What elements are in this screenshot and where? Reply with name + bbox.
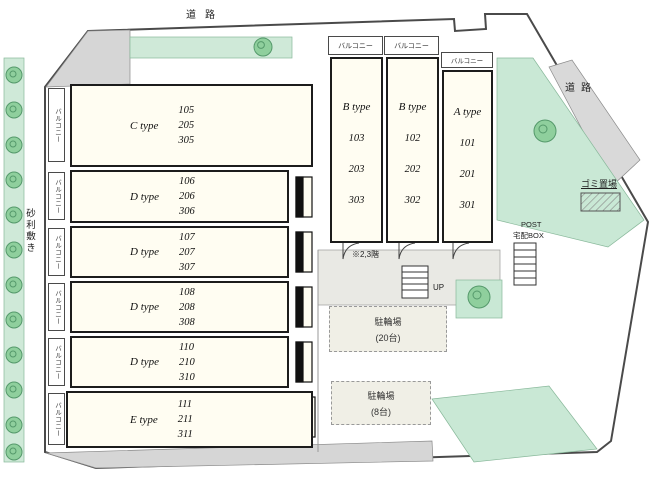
bicycle-parking-label: 駐輪場 xyxy=(367,390,395,401)
balcony-box: バルコニー xyxy=(48,338,65,386)
unit-room-numbers: 111 211 311 xyxy=(177,399,193,440)
balcony-label: バルコニー xyxy=(53,289,61,325)
bicycle-parking-8: 駐輪場 (8台) xyxy=(331,381,431,425)
tree-icon xyxy=(5,443,23,461)
unit-d-type-106: D type 106 206 306 xyxy=(70,170,289,223)
tree-icon xyxy=(533,119,557,143)
gravel-label: 砂利敷き xyxy=(24,208,35,254)
door-marks xyxy=(295,176,316,438)
tree-icon xyxy=(5,346,23,364)
balcony-label: バルコニー xyxy=(53,178,61,214)
tree-row xyxy=(5,66,23,461)
balcony-label: バルコニー xyxy=(450,58,484,65)
tree-icon xyxy=(5,136,23,154)
garbage-area-label: ゴミ置場 xyxy=(581,179,618,189)
unit-room-numbers: 108 208 308 xyxy=(179,286,195,328)
balcony-box: バルコニー xyxy=(384,36,439,55)
balcony-box: バルコニー xyxy=(48,88,65,162)
balcony-box: バルコニー xyxy=(48,172,65,220)
tree-icon xyxy=(253,37,273,57)
stairs-icon xyxy=(401,265,429,299)
tree-icon xyxy=(5,66,23,84)
tree-icon xyxy=(467,285,491,309)
balcony-label: バルコニー xyxy=(53,401,61,437)
bicycle-parking-capacity: (20台) xyxy=(375,332,401,343)
tree-icon xyxy=(5,206,23,224)
unit-d-type-107: D type 107 207 307 xyxy=(70,226,289,278)
path-area-top-left xyxy=(45,29,131,88)
unit-type-label: B type xyxy=(398,101,427,113)
unit-room-numbers: 102 202 302 xyxy=(404,133,421,206)
delivery-box-label: 宅配BOX xyxy=(513,231,544,240)
tree-icon xyxy=(5,276,23,294)
unit-type-label: C type xyxy=(130,119,159,132)
unit-a-type-101: A type 101 201 301 xyxy=(442,70,493,243)
unit-type-label: A type xyxy=(453,106,482,118)
unit-type-label: D type xyxy=(130,301,160,313)
tree-icon xyxy=(5,241,23,259)
bicycle-parking-label: 駐輪場 xyxy=(374,316,402,327)
balcony-label: バルコニー xyxy=(53,344,61,380)
unit-d-type-108: D type 108 208 308 xyxy=(70,281,289,333)
post-box-icon xyxy=(513,242,537,286)
unit-type-label: B type xyxy=(342,101,371,113)
unit-e-type-111: E type 111 211 311 xyxy=(66,391,313,448)
tree-icon xyxy=(5,311,23,329)
balcony-label: バルコニー xyxy=(394,42,429,50)
tree-icon xyxy=(5,101,23,119)
road-label-top: 道路 xyxy=(186,10,224,21)
unit-room-numbers: 106 206 306 xyxy=(179,176,195,217)
balcony-box: バルコニー xyxy=(441,52,493,68)
planting-strip-left xyxy=(3,57,25,463)
planting-strip-top xyxy=(129,36,293,59)
up-label: UP xyxy=(433,283,445,292)
post-label: POST xyxy=(521,220,542,229)
entry-door-arcs xyxy=(342,242,470,260)
unit-type-label: D type xyxy=(130,356,160,368)
balcony-label: バルコニー xyxy=(338,42,373,50)
tree-icon xyxy=(5,171,23,189)
tree-icon xyxy=(5,416,23,434)
garbage-area-box xyxy=(580,192,621,212)
balcony-label: バルコニー xyxy=(53,234,61,270)
tree-icon xyxy=(5,381,23,399)
unit-type-label: E type xyxy=(130,413,158,426)
unit-type-label: D type xyxy=(130,190,160,203)
unit-d-type-110: D type 110 210 310 xyxy=(70,336,289,388)
unit-room-numbers: 110 210 310 xyxy=(179,341,195,383)
balcony-box: バルコニー xyxy=(48,283,65,331)
balcony-box: バルコニー xyxy=(328,36,383,55)
balcony-box: バルコニー xyxy=(48,393,65,445)
unit-room-numbers: 105 205 305 xyxy=(178,105,195,146)
bicycle-parking-capacity: (8台) xyxy=(371,406,391,417)
garden-bottom-right xyxy=(431,385,598,463)
balcony-box: バルコニー xyxy=(48,228,65,276)
road-label-right: 道路 xyxy=(565,83,597,94)
unit-room-numbers: 101 201 301 xyxy=(459,138,476,211)
unit-room-numbers: 103 203 303 xyxy=(348,133,365,206)
bicycle-parking-20: 駐輪場 (20台) xyxy=(329,306,447,352)
unit-c-type-105: C type 105 205 305 xyxy=(70,84,313,167)
floor-note: ※2,3階 xyxy=(352,250,380,259)
unit-b-type-102: B type 102 202 302 xyxy=(386,57,439,243)
unit-room-numbers: 107 207 307 xyxy=(179,231,195,273)
unit-b-type-103: B type 103 203 303 xyxy=(330,57,383,243)
unit-type-label: D type xyxy=(130,246,160,258)
balcony-label: バルコニー xyxy=(53,107,61,143)
